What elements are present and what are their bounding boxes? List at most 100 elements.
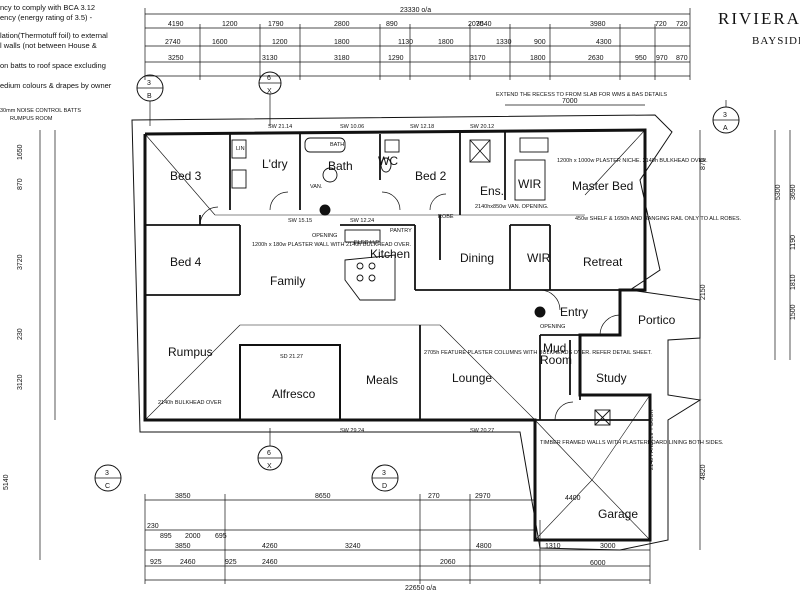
svg-text:LIN: LIN bbox=[236, 146, 245, 152]
svg-text:SW 20.12: SW 20.12 bbox=[470, 124, 494, 130]
svg-text:SW 21.14: SW 21.14 bbox=[268, 124, 292, 130]
dim-label: 3540 bbox=[476, 21, 492, 28]
svg-text:3850: 3850 bbox=[175, 543, 191, 550]
room-label-dining: Dining bbox=[460, 251, 494, 265]
note-line: edium colours & drapes by owner bbox=[0, 81, 112, 90]
dim-label: 4190 bbox=[168, 21, 184, 28]
dim-label: 2070 bbox=[468, 21, 484, 28]
dim-label: 1330 bbox=[496, 39, 512, 46]
dim-label: 1200 bbox=[222, 21, 238, 28]
dim-label: 1200 bbox=[272, 39, 288, 46]
dim-label: 2630 bbox=[588, 55, 604, 62]
section-marker-d: 3 D bbox=[371, 464, 399, 492]
section-marker-b: 3 B bbox=[136, 74, 164, 102]
room-label-wir2: WIR bbox=[527, 251, 551, 265]
svg-text:4400: 4400 bbox=[565, 495, 581, 502]
svg-text:EXTEND THE RECESS TO FROM SLAB: EXTEND THE RECESS TO FROM SLAB FOR WMS &… bbox=[496, 92, 667, 98]
svg-text:B: B bbox=[147, 93, 152, 100]
svg-text:7000: 7000 bbox=[562, 98, 578, 105]
svg-text:450w SHELF & 1650h AND HANGING: 450w SHELF & 1650h AND HANGING RAIL ONLY… bbox=[575, 216, 742, 222]
svg-text:270: 270 bbox=[428, 493, 440, 500]
svg-text:2140h BULKHEAD OVER: 2140h BULKHEAD OVER bbox=[158, 400, 222, 406]
dim-label: 1800 bbox=[530, 55, 546, 62]
dim-label: 23330 o/a bbox=[400, 7, 431, 14]
svg-text:4260: 4260 bbox=[262, 543, 278, 550]
svg-text:A: A bbox=[723, 125, 728, 132]
svg-text:5140: 5140 bbox=[3, 474, 10, 490]
dim-label: 870 bbox=[676, 55, 688, 62]
svg-text:1200h x 180w PLASTER WALL WITH: 1200h x 180w PLASTER WALL WITH 2140h BUL… bbox=[252, 242, 412, 248]
dim-label: 1600 bbox=[212, 39, 228, 46]
note-line: 30mm NOISE CONTROL BATTS bbox=[0, 108, 81, 114]
dim-label: 950 bbox=[635, 55, 647, 62]
svg-text:X: X bbox=[267, 463, 272, 470]
svg-text:4800: 4800 bbox=[476, 543, 492, 550]
svg-text:870: 870 bbox=[17, 178, 24, 190]
room-label-alfresco: Alfresco bbox=[272, 387, 316, 401]
note-line: l walls (not between House & bbox=[0, 41, 97, 50]
dim-label: 1790 bbox=[268, 21, 284, 28]
section-marker-x-bottom: 6 X bbox=[257, 445, 283, 471]
room-label-lounge: Lounge bbox=[452, 371, 492, 385]
svg-text:3: 3 bbox=[723, 112, 727, 119]
svg-text:3240: 3240 bbox=[345, 543, 361, 550]
svg-text:5300: 5300 bbox=[775, 184, 782, 200]
svg-text:2460: 2460 bbox=[180, 559, 196, 566]
svg-text:SW 15.15: SW 15.15 bbox=[288, 218, 312, 224]
dim-label: 3250 bbox=[168, 55, 184, 62]
dim-label: 1290 bbox=[388, 55, 404, 62]
svg-text:2970: 2970 bbox=[475, 493, 491, 500]
svg-text:895: 895 bbox=[160, 533, 172, 540]
dim-label: 3170 bbox=[470, 55, 486, 62]
svg-text:3850: 3850 bbox=[175, 493, 191, 500]
svg-text:22650 o/a: 22650 o/a bbox=[405, 585, 436, 592]
svg-text:ROBE: ROBE bbox=[438, 214, 454, 220]
svg-text:695: 695 bbox=[215, 533, 227, 540]
dim-label: 1130 bbox=[398, 39, 413, 46]
dim-label: 900 bbox=[534, 39, 546, 46]
room-label-laundry: L'dry bbox=[262, 157, 288, 171]
svg-text:SW 20.27: SW 20.27 bbox=[470, 428, 494, 434]
svg-text:2705h FEATURE PLASTER COLUMNS: 2705h FEATURE PLASTER COLUMNS WITH BULKH… bbox=[424, 350, 652, 356]
svg-text:2460: 2460 bbox=[262, 559, 278, 566]
svg-text:3: 3 bbox=[147, 80, 151, 87]
top-dimensions bbox=[144, 8, 691, 80]
dim-label: 720 bbox=[676, 21, 688, 28]
svg-text:3690: 3690 bbox=[790, 184, 797, 200]
section-marker-a: 3 A bbox=[712, 106, 740, 134]
notes-block: ncy to comply with BCA 3.12 ency (energy… bbox=[0, 3, 112, 122]
svg-text:SD 21.27: SD 21.27 bbox=[280, 354, 303, 360]
svg-text:1310: 1310 bbox=[545, 543, 561, 550]
room-label-study: Study bbox=[596, 371, 627, 385]
svg-text:6: 6 bbox=[267, 75, 271, 82]
svg-text:925: 925 bbox=[225, 559, 237, 566]
svg-text:6: 6 bbox=[267, 450, 271, 457]
svg-text:3: 3 bbox=[105, 470, 109, 477]
svg-text:1200h x 1000w PLASTER NICHE. 2: 1200h x 1000w PLASTER NICHE. 2140h BULKH… bbox=[557, 158, 708, 164]
svg-text:3720: 3720 bbox=[17, 254, 24, 270]
room-label-rumpus: Rumpus bbox=[168, 345, 213, 359]
room-label-bed3: Bed 3 bbox=[170, 169, 202, 183]
section-marker-c: 3 C bbox=[94, 464, 122, 492]
dining-dimension: 7000 bbox=[505, 98, 645, 106]
svg-text:2140hx850w VAN. OPENING.: 2140hx850w VAN. OPENING. bbox=[475, 204, 549, 210]
note-line: ncy to comply with BCA 3.12 bbox=[0, 3, 95, 12]
svg-text:SW 10.06: SW 10.06 bbox=[340, 124, 364, 130]
room-label-ens: Ens. bbox=[480, 184, 504, 198]
dim-label: 970 bbox=[656, 55, 668, 62]
note-line: ency (energy rating of 3.5) - bbox=[0, 13, 93, 22]
svg-text:230: 230 bbox=[17, 328, 24, 340]
plan-subtitle: BAYSIDE bbox=[752, 35, 800, 47]
dim-label: 3130 bbox=[262, 55, 278, 62]
roof-hips bbox=[144, 129, 651, 541]
svg-text:OPENING: OPENING bbox=[312, 233, 337, 239]
room-label-mud: Mud bbox=[543, 341, 566, 355]
svg-text:2150: 2150 bbox=[700, 284, 707, 300]
svg-text:C: C bbox=[105, 483, 110, 490]
dim-label: 3180 bbox=[334, 55, 350, 62]
room-label-wc: WC bbox=[378, 154, 398, 168]
svg-text:1190: 1190 bbox=[790, 235, 797, 250]
annotations: BATH LIN ROBE PANTRY ELEC H.P. VAN. SW 2… bbox=[158, 92, 742, 470]
dim-label: 4300 bbox=[596, 39, 612, 46]
